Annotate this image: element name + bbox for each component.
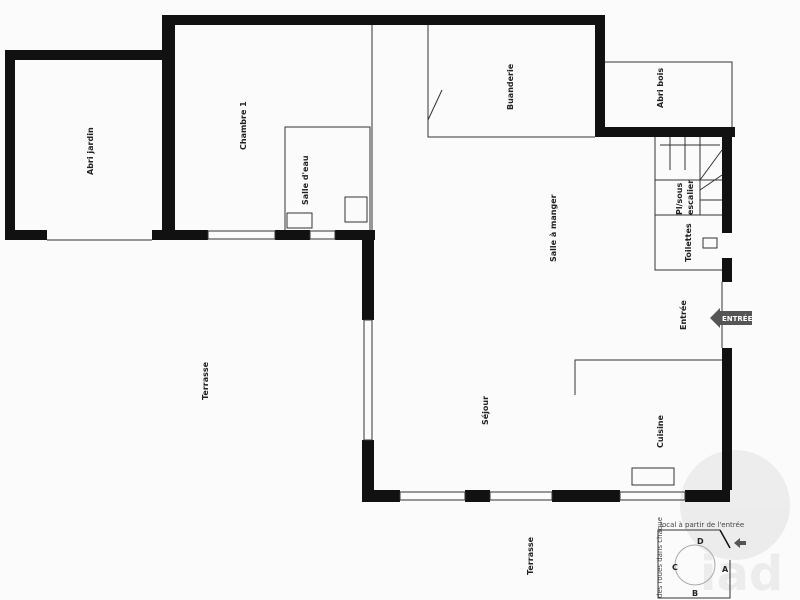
orientation-letter-b: B xyxy=(692,589,698,598)
room-label-buanderie: Buanderie xyxy=(506,63,515,110)
room-label-placard-2: escalier xyxy=(686,180,695,215)
room-label-entree: Entrée xyxy=(678,300,688,330)
walls xyxy=(5,15,735,502)
svg-text:iad: iad xyxy=(700,546,783,600)
room-label-terrasse-bottom: Terrasse xyxy=(526,536,535,575)
room-label-salle-a-manger: Salle à manger xyxy=(549,194,558,262)
room-label-abri-jardin: Abri jardin xyxy=(86,127,95,175)
entrance-arrow: ENTRÉE xyxy=(710,308,753,328)
orientation-legend: local à partir de l'entrée des roues dan… xyxy=(656,517,746,599)
room-label-terrasse-left: Terrasse xyxy=(201,361,210,400)
room-label-chambre-1: Chambre 1 xyxy=(239,101,248,150)
orientation-letter-d: D xyxy=(697,537,704,546)
entrance-label: ENTRÉE xyxy=(722,314,753,323)
room-label-toilettes: Toilettes xyxy=(684,223,693,262)
room-label-cuisine: Cuisine xyxy=(656,414,665,448)
orientation-letter-a: A xyxy=(722,565,729,574)
room-label-salle-eau: Salle d'eau xyxy=(301,155,310,205)
orientation-letter-c: C xyxy=(672,563,678,572)
room-label-placard-1: Pl/sous xyxy=(675,183,684,215)
room-label-abri-bois: Abri bois xyxy=(656,68,665,108)
orientation-caption-side: des roues dans chaque xyxy=(656,517,664,598)
orientation-arrow-icon xyxy=(734,538,746,548)
orientation-caption-top: local à partir de l'entrée xyxy=(660,521,744,529)
room-label-sejour: Séjour xyxy=(480,396,490,425)
windows-and-partitions xyxy=(47,25,733,501)
